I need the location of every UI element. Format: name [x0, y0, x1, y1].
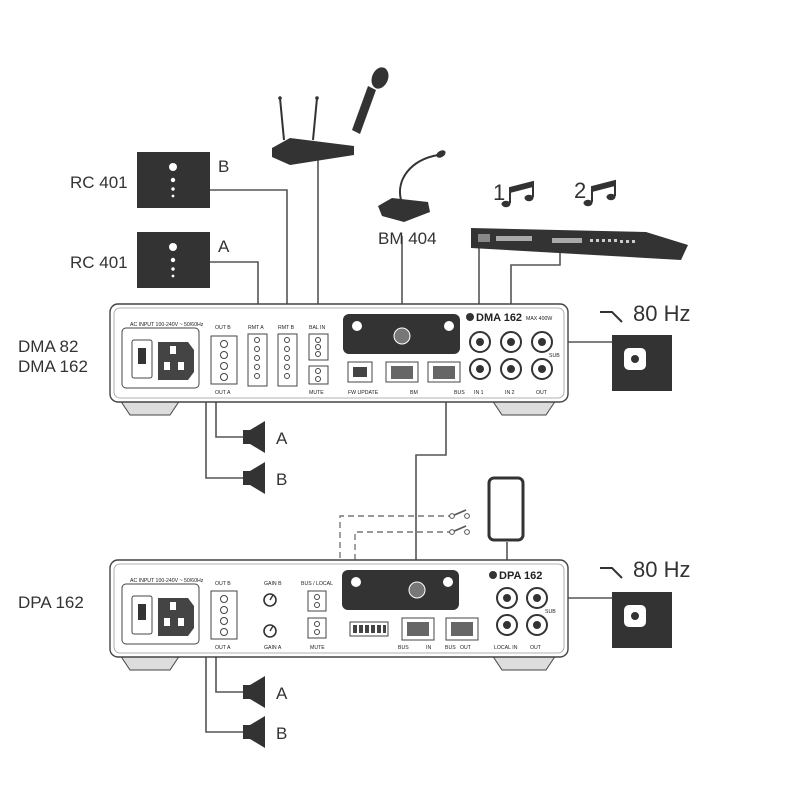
dma-bus-label: BUS: [454, 390, 465, 396]
dpa-gain-b-label: GAIN B: [264, 581, 282, 587]
dma-sub-frequency: 80 Hz: [633, 301, 690, 326]
speaker-icon: [243, 676, 265, 708]
dpa-mute-terminal[interactable]: [307, 617, 327, 639]
lowpass-filter-icon: [600, 567, 623, 579]
handheld-microphone-icon: [352, 67, 389, 134]
dma-zone-a-label: A: [276, 429, 288, 448]
dma-bm-label: BM: [410, 390, 418, 396]
music-note-icon: 2: [574, 178, 616, 207]
rc401-remote-b: [137, 152, 210, 208]
dma-power-socket[interactable]: [158, 342, 194, 380]
dpa-out-a-label: OUT A: [215, 645, 231, 651]
dpa-bus-local-label: BUS / LOCAL: [301, 581, 333, 587]
rc401-b-zone: B: [218, 157, 229, 176]
source-1-number: 1: [493, 180, 505, 205]
dpa-name: DPA 162: [18, 593, 84, 612]
dpa-out-b-label: OUT B: [215, 581, 231, 587]
rc401-a-label: RC 401: [70, 253, 128, 272]
dma-zone-b-label: B: [276, 470, 287, 489]
dma-in2-label: IN 2: [505, 390, 515, 396]
dma-max-power: MAX 400W: [526, 316, 552, 322]
dpa-ac-input-label: AC INPUT 100-240V ~ 50/60Hz: [130, 578, 204, 584]
smartphone-icon: [487, 476, 525, 542]
paging-microphone-icon: [378, 150, 446, 222]
dma-in1-label: IN 1: [474, 390, 484, 396]
dma-rca-jacks[interactable]: [469, 331, 553, 380]
dpa-bus-local-terminal[interactable]: [307, 590, 327, 612]
dpa-bus-out-label: BUS: [445, 645, 456, 651]
rc401-a-zone: A: [218, 237, 230, 256]
dpa-in-label: IN: [426, 645, 431, 651]
lowpass-filter-icon: [600, 311, 623, 323]
music-note-icon: 1: [493, 180, 534, 208]
dpa-mute-label: MUTE: [310, 645, 325, 651]
media-player-icon: [471, 228, 688, 260]
speaker-icon: [243, 716, 265, 748]
dma-amplifier: AC INPUT 100-240V ~ 50/60Hz OUT B OUT A …: [109, 303, 569, 416]
dma-out-label: OUT: [536, 390, 548, 396]
rc401-b-label: RC 401: [70, 173, 128, 192]
rc401-remote-a: [137, 232, 210, 288]
dpa-out-port-label: OUT: [460, 645, 472, 651]
dpa-out-rca-label: OUT: [530, 645, 542, 651]
dma-fw-update-label: FW UPDATE: [348, 390, 379, 396]
source-2-number: 2: [574, 178, 586, 203]
dma-rmt-a-label: RMT A: [248, 325, 264, 331]
dpa-bus-in-label: BUS: [398, 645, 409, 651]
dma-name-line2: DMA 162: [18, 357, 88, 376]
dma-ac-input-label: AC INPUT 100-240V ~ 50/60Hz: [130, 322, 204, 328]
dma-bal-in-label: BAL IN: [309, 325, 325, 331]
dpa-sub-label: SUB: [545, 609, 556, 615]
dpa-local-in-label: LOCAL IN: [494, 645, 518, 651]
dma-rmt-b-label: RMT B: [278, 325, 295, 331]
dma-name-line1: DMA 82: [18, 337, 78, 356]
dpa-zone-b-label: B: [276, 724, 287, 743]
dpa-sub-frequency: 80 Hz: [633, 557, 690, 582]
dpa-power-socket[interactable]: [158, 598, 194, 636]
dma-out-b-label: OUT B: [215, 325, 231, 331]
dpa-amplifier: AC INPUT 100-240V ~ 50/60Hz OUT B OUT A …: [109, 559, 569, 671]
speaker-icon: [243, 421, 265, 453]
dma-mute-label: MUTE: [309, 390, 324, 396]
dma-sub-label: SUB: [549, 353, 560, 359]
dpa-model-badge: DPA 162: [499, 570, 542, 582]
dpa-zone-a-label: A: [276, 684, 288, 703]
subwoofer-icon: [612, 592, 672, 648]
dma-mute-terminal[interactable]: [308, 365, 329, 385]
bm404-label: BM 404: [378, 229, 437, 248]
wireless-receiver-icon: [272, 96, 354, 165]
dpa-gain-a-label: GAIN A: [264, 645, 282, 651]
dma-out-a-label: OUT A: [215, 390, 231, 396]
dma-model-badge: DMA 162: [476, 312, 522, 324]
dpa-rca-jacks[interactable]: [496, 587, 548, 636]
speaker-icon: [243, 462, 265, 494]
subwoofer-icon: [612, 335, 672, 391]
